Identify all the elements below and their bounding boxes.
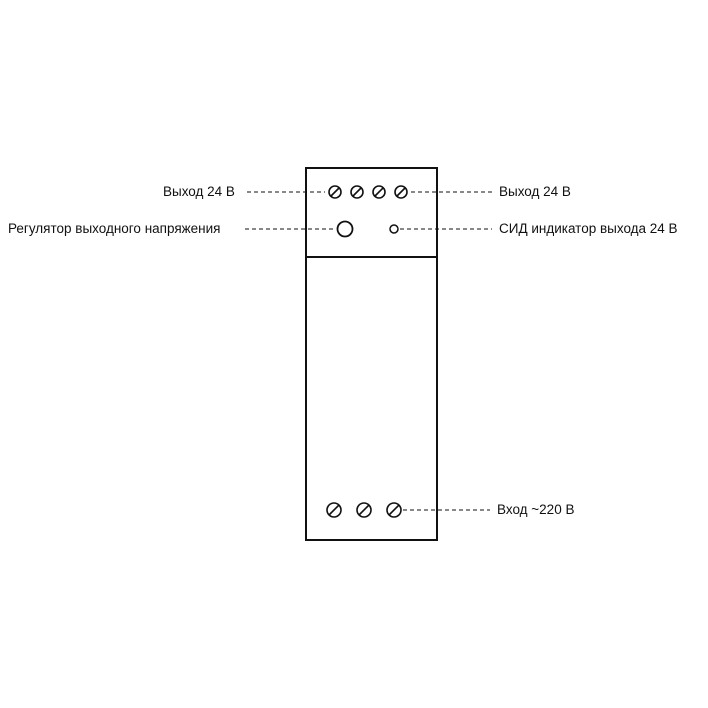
output-terminal-screw bbox=[372, 185, 386, 199]
input-terminals bbox=[326, 502, 402, 518]
label-led-indicator: СИД индикатор выхода 24 В bbox=[499, 221, 678, 236]
label-input: Вход ~220 В bbox=[497, 502, 575, 517]
label-output-right: Выход 24 В bbox=[499, 184, 571, 199]
voltage-regulator-knob bbox=[336, 220, 354, 238]
output-terminal-screw bbox=[394, 185, 408, 199]
led-indicator bbox=[389, 224, 399, 234]
input-terminal-screw bbox=[356, 502, 372, 518]
output-terminal-screw bbox=[350, 185, 364, 199]
device-housing bbox=[305, 167, 438, 541]
input-terminal-screw bbox=[326, 502, 342, 518]
output-terminal-screw bbox=[328, 185, 342, 199]
output-terminals bbox=[328, 185, 408, 199]
input-terminal-screw bbox=[386, 502, 402, 518]
label-output-left: Выход 24 В bbox=[163, 184, 235, 199]
label-voltage-regulator: Регулятор выходного напряжения bbox=[8, 221, 221, 236]
